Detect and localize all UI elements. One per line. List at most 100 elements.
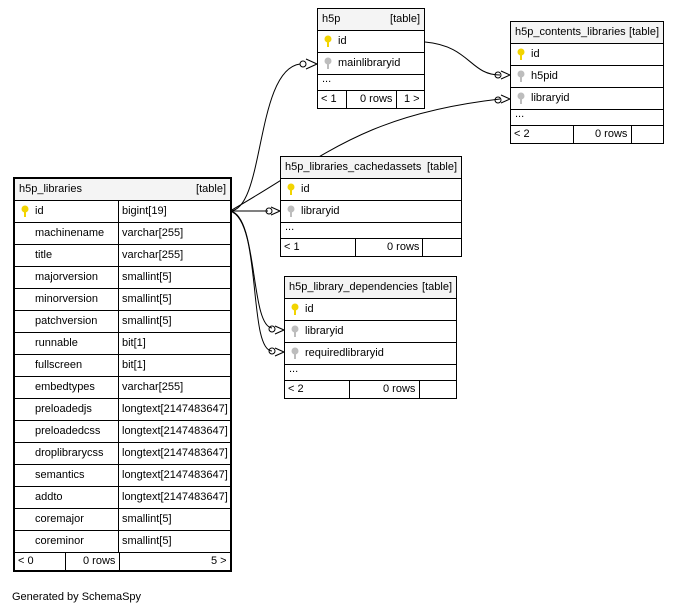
column-name: libraryid: [531, 92, 570, 104]
column-row[interactable]: h5pid: [511, 66, 663, 88]
column-type: longtext[2147483647]: [118, 443, 228, 464]
foreign-key-icon: [290, 325, 300, 338]
parents-count: < 1: [284, 241, 300, 253]
column-name: title: [35, 249, 53, 261]
parents-count: < 2: [288, 383, 304, 395]
table-footer: < 1 0 rows 1 >: [318, 91, 424, 108]
column-type: smallint[5]: [118, 509, 172, 530]
primary-key-icon: [323, 35, 333, 48]
column-type: smallint[5]: [118, 289, 172, 310]
column-row[interactable]: machinename varchar[255]: [15, 223, 230, 245]
column-row[interactable]: libraryid: [285, 321, 456, 343]
column-type: varchar[255]: [118, 245, 183, 266]
table-type: [table]: [427, 161, 457, 173]
edge-h5p-contents-h5pid: [424, 41, 501, 76]
table-type: [table]: [629, 26, 659, 38]
crowfoot-cachedassets-libraryid: [270, 206, 281, 216]
column-row[interactable]: droplibrarycss longtext[2147483647]: [15, 443, 230, 465]
edge-dependencies-libraryid: [229, 210, 273, 329]
column-name: majorversion: [35, 271, 98, 283]
parents-count: < 1: [321, 93, 337, 105]
children-count: 1 >: [404, 93, 420, 105]
column-name: droplibrarycss: [35, 447, 104, 459]
column-name: h5pid: [531, 70, 558, 82]
foreign-key-icon: [286, 205, 296, 218]
column-type: smallint[5]: [118, 267, 172, 288]
column-row[interactable]: id: [285, 299, 456, 321]
table-h5p-libraries-cachedassets[interactable]: h5p_libraries_cachedassets [table] id li…: [280, 156, 462, 257]
column-name: requiredlibraryid: [305, 347, 384, 359]
generated-by-text: Generated by SchemaSpy: [12, 591, 142, 603]
column-type: bigint[19]: [118, 201, 167, 222]
table-header: h5p_libraries_cachedassets [table]: [281, 157, 461, 179]
column-row[interactable]: id: [281, 179, 461, 201]
column-name: id: [301, 183, 310, 195]
table-header: h5p_contents_libraries [table]: [511, 22, 663, 44]
row-count: 0 rows: [83, 555, 116, 567]
table-name: h5p_libraries: [19, 183, 82, 195]
column-name: libraryid: [305, 325, 344, 337]
parents-count: < 2: [514, 128, 530, 140]
table-h5p[interactable]: h5p [table] id mainlibraryid ... < 1 0 r…: [317, 8, 425, 109]
column-row[interactable]: majorversion smallint[5]: [15, 267, 230, 289]
table-name: h5p_libraries_cachedassets: [285, 161, 422, 173]
column-row[interactable]: id: [318, 31, 424, 53]
column-row[interactable]: libraryid: [281, 201, 461, 223]
column-row[interactable]: patchversion smallint[5]: [15, 311, 230, 333]
column-row[interactable]: id: [511, 44, 663, 66]
table-h5p-contents-libraries[interactable]: h5p_contents_libraries [table] id h5pid …: [510, 21, 664, 144]
crowfoot-contents-h5pid: [500, 70, 511, 80]
row-count: 0 rows: [383, 383, 416, 395]
parents-count: < 0: [18, 555, 34, 567]
table-name: h5p_contents_libraries: [515, 26, 626, 38]
column-type: bit[1]: [118, 333, 146, 354]
column-name: addto: [35, 491, 63, 503]
column-name: id: [338, 35, 347, 47]
column-name: id: [531, 48, 540, 60]
column-row[interactable]: mainlibraryid: [318, 53, 424, 75]
more-columns: ...: [318, 73, 424, 91]
table-name: h5p_library_dependencies: [289, 281, 419, 293]
crowfoot-dependencies-libraryid: [274, 325, 285, 335]
crowfoot-dependencies-requiredlibraryid: [274, 347, 285, 357]
column-name: patchversion: [35, 315, 98, 327]
table-footer: < 2 0 rows: [511, 126, 663, 143]
column-name: preloadedjs: [35, 403, 92, 415]
primary-key-icon: [290, 303, 300, 316]
column-type: smallint[5]: [118, 311, 172, 332]
children-count: 5 >: [211, 555, 227, 567]
column-name: mainlibraryid: [338, 57, 401, 69]
column-name: machinename: [35, 227, 105, 239]
row-count: 0 rows: [595, 128, 628, 140]
column-row[interactable]: libraryid: [511, 88, 663, 110]
row-count: 0 rows: [360, 93, 393, 105]
table-footer: < 0 0 rows 5 >: [15, 553, 230, 570]
primary-key-icon: [516, 48, 526, 61]
more-columns: ...: [511, 108, 663, 126]
column-row[interactable]: title varchar[255]: [15, 245, 230, 267]
table-header: h5p [table]: [318, 9, 424, 31]
column-type: varchar[255]: [118, 223, 183, 244]
column-type: longtext[2147483647]: [118, 465, 228, 486]
table-h5p-library-dependencies[interactable]: h5p_library_dependencies [table] id libr…: [284, 276, 457, 399]
column-name: preloadedcss: [35, 425, 101, 437]
foreign-key-icon: [290, 347, 300, 360]
foreign-key-icon: [323, 57, 333, 70]
column-row[interactable]: requiredlibraryid: [285, 343, 456, 365]
column-name: id: [305, 303, 314, 315]
column-name: libraryid: [301, 205, 340, 217]
column-type: smallint[5]: [118, 531, 172, 552]
